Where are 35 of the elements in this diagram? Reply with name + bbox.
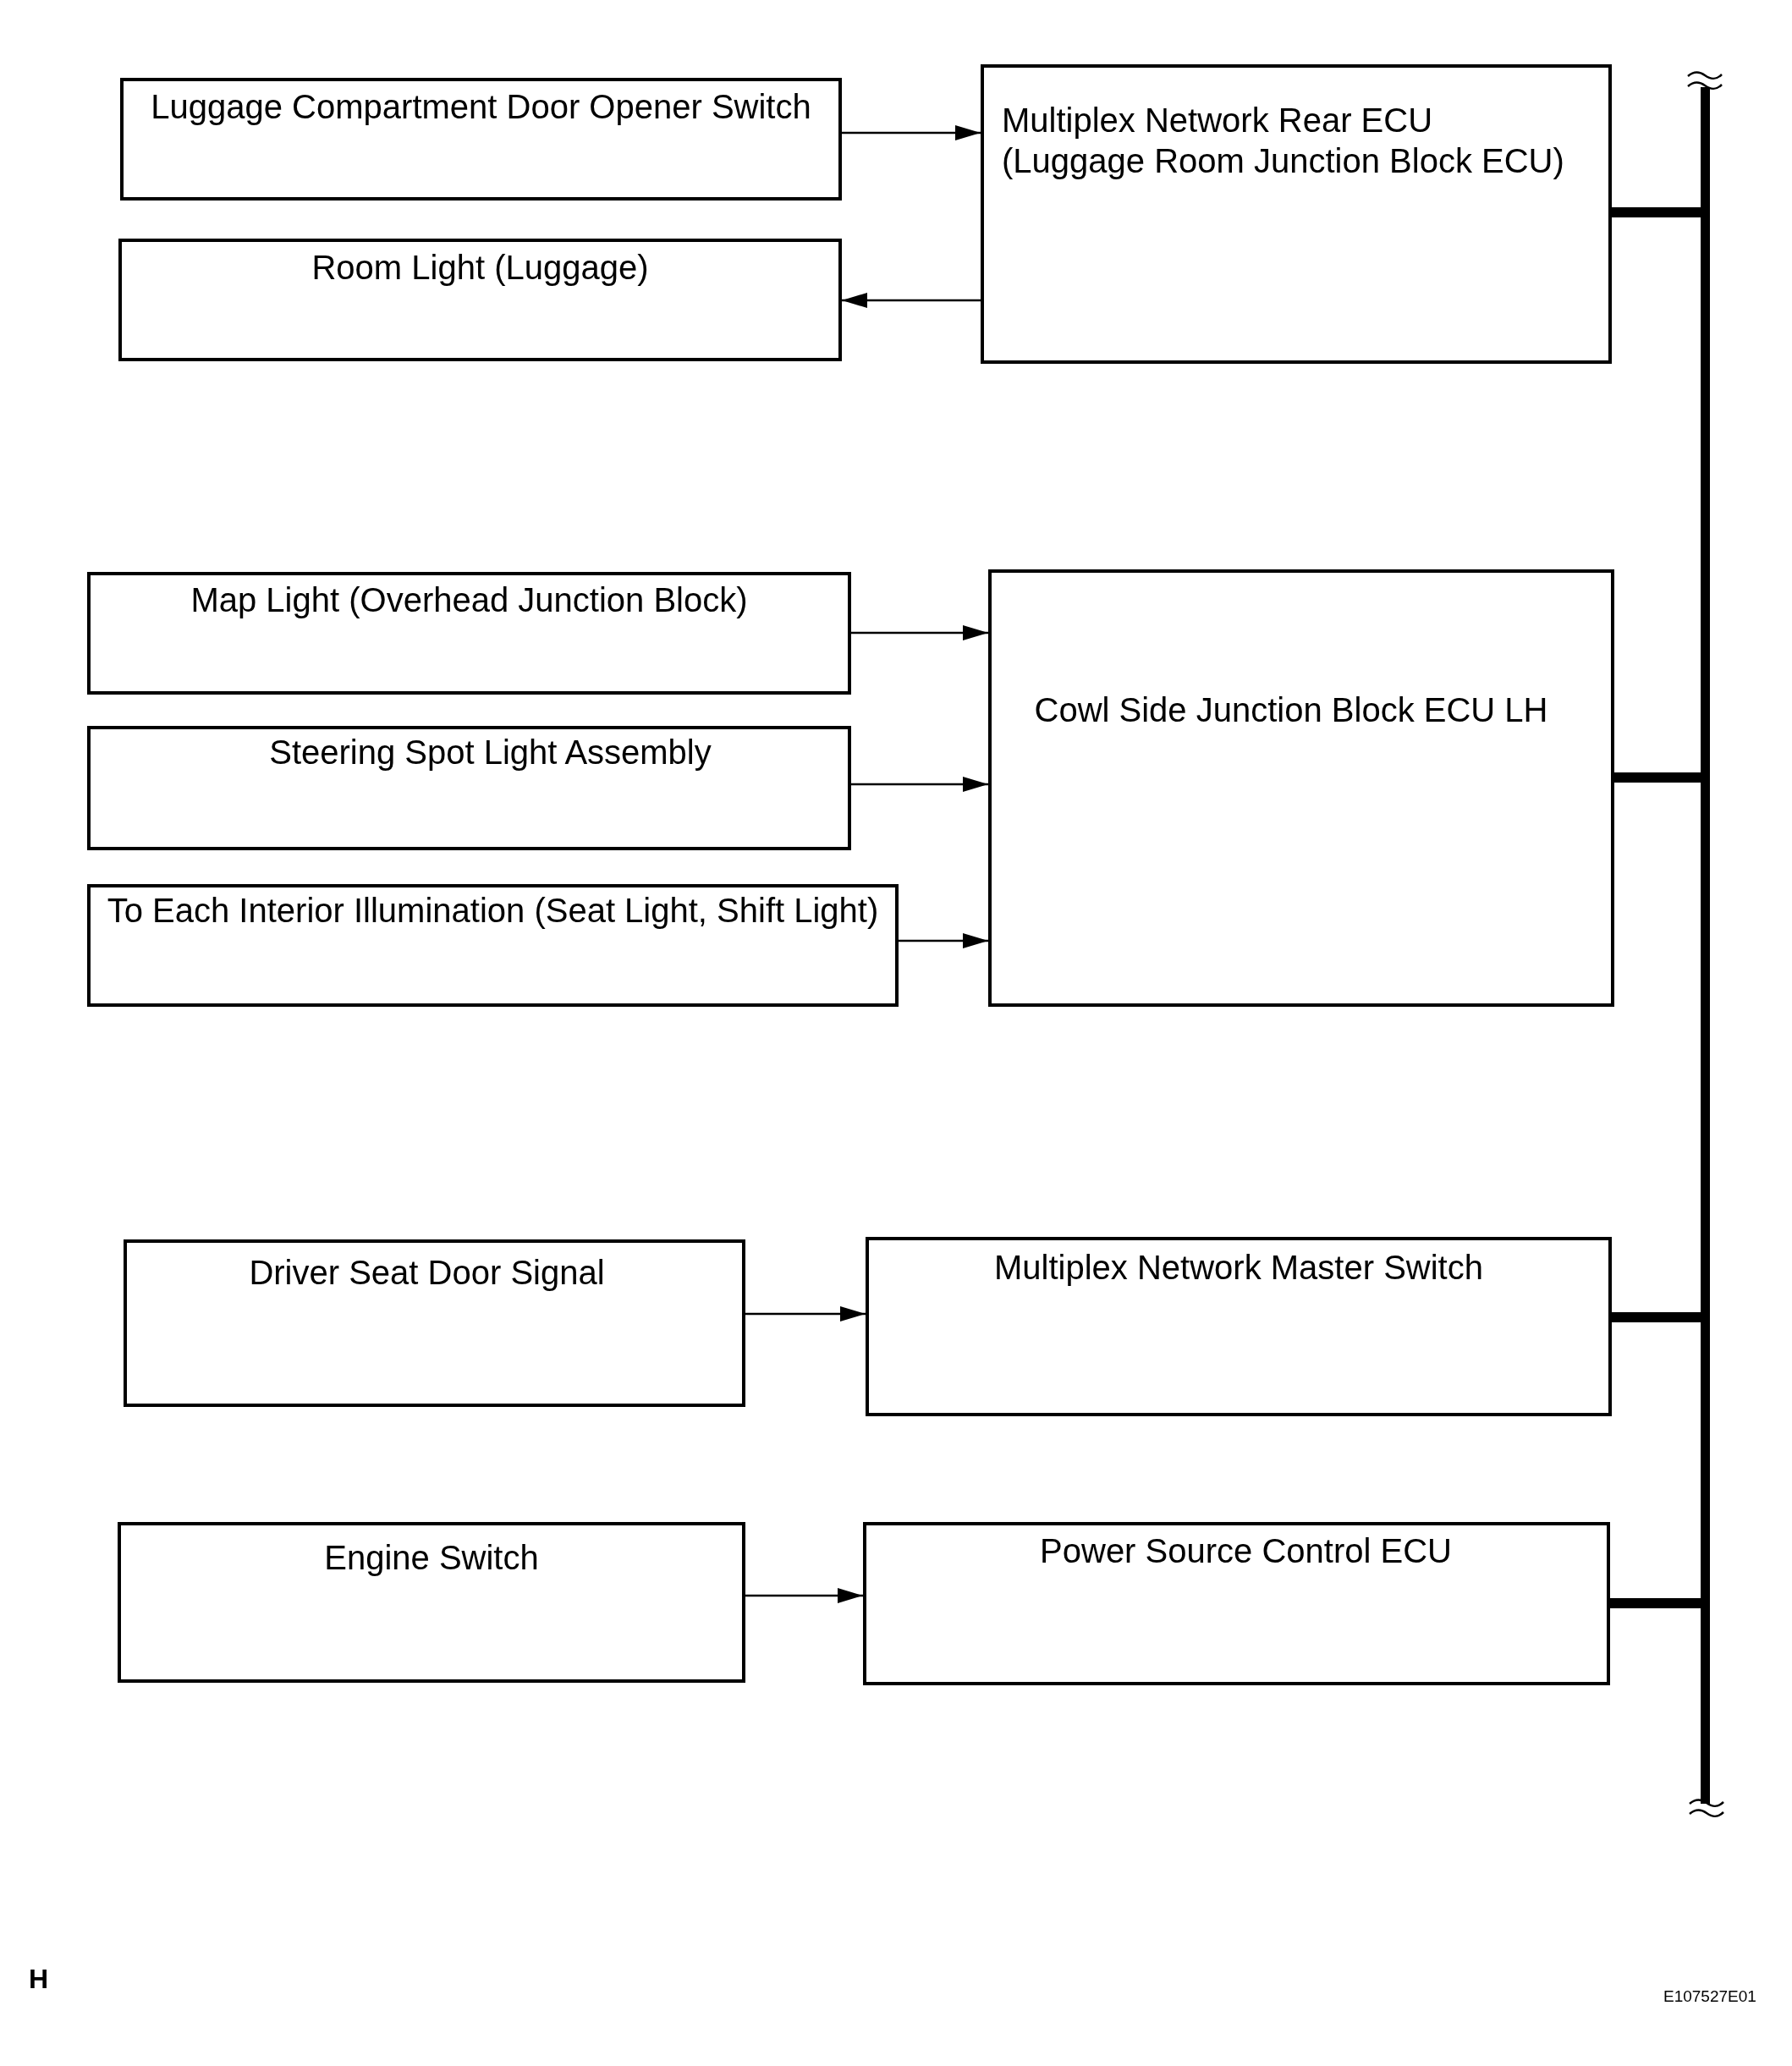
box-label: Power Source Control ECU — [1040, 1531, 1452, 1571]
arrow — [899, 933, 988, 948]
connector-line — [1612, 207, 1701, 217]
figure-number: E107527E01 — [1663, 1988, 1756, 2004]
connector-line — [1612, 1312, 1701, 1322]
box-label: Map Light (Overhead Junction Block) — [190, 580, 748, 620]
box-label: Driver Seat Door Signal — [249, 1253, 605, 1293]
box-label: Multiplex Network Master Switch — [994, 1248, 1483, 1288]
component-box — [87, 726, 851, 850]
box-label: Engine Switch — [324, 1538, 539, 1578]
component-box — [118, 1522, 745, 1683]
box-label: Luggage Compartment Door Opener Switch — [151, 87, 811, 127]
arrow — [842, 293, 981, 308]
arrow — [851, 625, 988, 640]
box-label: Cowl Side Junction Block ECU LH — [1034, 690, 1548, 730]
component-box — [124, 1239, 745, 1407]
component-box — [87, 572, 851, 695]
box-label: Multiplex Network Rear ECU (Luggage Room Junction Block ECU) — [1002, 101, 1565, 181]
section-letter: H — [29, 1965, 49, 1992]
box-label: Room Light (Luggage) — [311, 248, 649, 288]
component-box — [120, 78, 842, 201]
component-box — [863, 1522, 1610, 1685]
connector-line — [1614, 772, 1701, 783]
component-box — [87, 884, 899, 1007]
arrow — [745, 1306, 866, 1321]
arrow — [842, 125, 981, 140]
box-label: Steering Spot Light Assembly — [269, 733, 712, 772]
box-label: To Each Interior Illumination (Seat Light, Shift Light) — [107, 891, 879, 931]
component-box — [981, 64, 1612, 364]
component-box — [988, 569, 1614, 1007]
arrow — [851, 777, 988, 792]
arrow — [745, 1588, 863, 1603]
component-box — [866, 1237, 1612, 1416]
component-box — [118, 239, 842, 361]
connector-line — [1610, 1598, 1701, 1608]
